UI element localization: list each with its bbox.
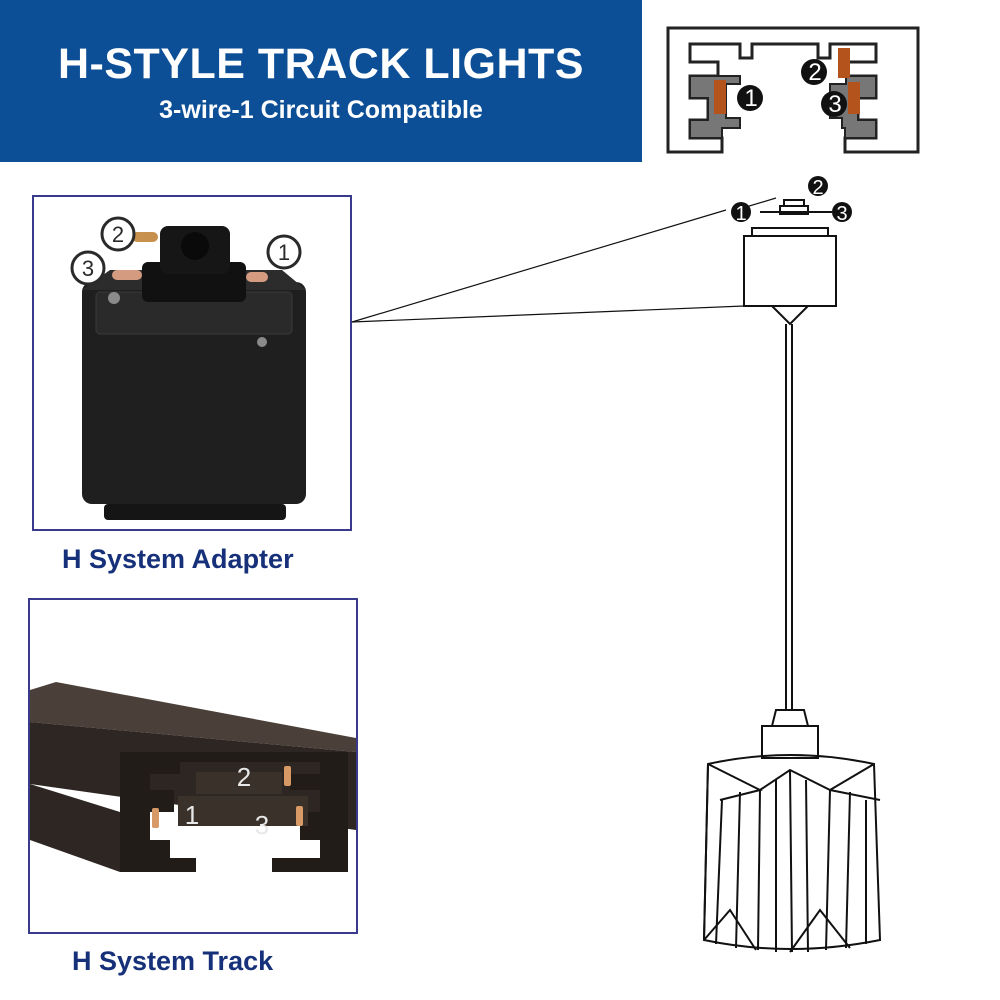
adapter-caption: H System Adapter (62, 544, 294, 574)
adapter-number-3: 3 (82, 256, 94, 281)
adapter-photo (70, 216, 306, 520)
track-photo (30, 682, 356, 872)
track-number-2: 2 (237, 762, 251, 792)
track-number-1: 1 (185, 800, 199, 830)
banner-subtitle: 3-wire-1 Circuit Compatible (159, 96, 483, 124)
adapter-photo-frame (32, 195, 352, 531)
contact-1-marker (714, 80, 726, 114)
track-caption: H System Track (72, 946, 274, 976)
banner-title: H-STYLE TRACK LIGHTS (58, 40, 584, 88)
track-photo-frame (28, 598, 358, 934)
contact-2-marker (838, 48, 850, 78)
header-banner: H-STYLE TRACK LIGHTS 3-wire-1 Circuit Co… (0, 0, 642, 162)
pendant-lamp-diagram (351, 197, 882, 953)
adapter-number-2: 2 (112, 222, 124, 247)
adapter-number-1: 1 (278, 240, 290, 265)
cross-section-number-2: 2 (808, 59, 821, 86)
pendant-number-3: 3 (836, 203, 847, 225)
track-cross-section-diagram (666, 26, 920, 154)
pendant-number-1: 1 (735, 203, 746, 225)
cross-section-number-3: 3 (828, 91, 841, 118)
pendant-number-2: 2 (812, 177, 823, 199)
contact-3-marker (848, 82, 860, 114)
track-number-3: 3 (255, 810, 269, 840)
cross-section-number-1: 1 (744, 85, 757, 112)
